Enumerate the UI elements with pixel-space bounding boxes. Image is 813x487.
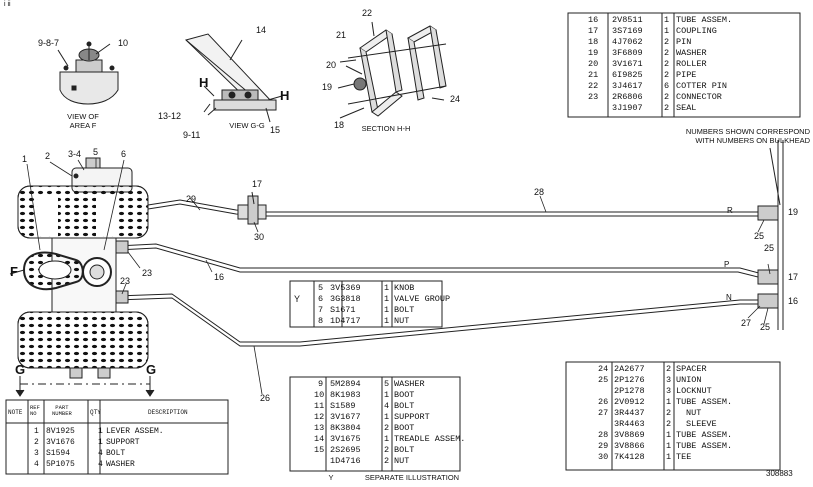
callout-23-upper: 23 — [142, 268, 153, 278]
letter-g-left: G — [15, 362, 26, 377]
caption-separate-mark: Y — [328, 473, 334, 482]
caption-separate-illustration: SEPARATE ILLUSTRATION — [364, 473, 460, 482]
letter-h-left: H — [199, 75, 209, 90]
caption-bulkhead-note: NUMBERS SHOWN CORRESPOND WITH NUMBERS ON… — [685, 127, 810, 145]
callout-28: 28 — [534, 187, 545, 197]
caption-view-g-g: VIEW G-G — [229, 121, 265, 130]
callout-26: 26 — [260, 393, 271, 403]
letter-g-right: G — [146, 362, 157, 377]
callout-19-bulkhead: 19 — [788, 207, 799, 217]
letter-f: F — [10, 264, 18, 279]
letter-y: Y — [294, 294, 301, 304]
tee-fitting — [237, 191, 267, 225]
corner-mark: i ii — [4, 1, 11, 8]
main-assembly — [9, 157, 149, 379]
area-f-view — [57, 41, 119, 105]
callout-2: 2 — [45, 151, 51, 161]
view-g-g — [185, 33, 283, 123]
callout-17-tee: 17 — [252, 179, 263, 189]
callout-25-top: 25 — [754, 231, 765, 241]
callout-1: 1 — [22, 154, 28, 164]
callout-16-line: 16 — [214, 272, 225, 282]
letter-h-right: H — [280, 88, 290, 103]
callout-18: 18 — [334, 120, 345, 130]
parts-table-middle: 5 3V5369 1 KNOB 6 3G3818 1 VALVE GROUP 7… — [318, 283, 451, 326]
callout-17-bulkhead: 17 — [788, 272, 799, 282]
callout-13-12: 13-12 — [158, 111, 182, 121]
parts-table-top-right: 16 2V8511 1 TUBE ASSEM. 17 3S7169 1 COUP… — [588, 15, 733, 113]
callout-25-bottom: 25 — [760, 322, 771, 332]
letter-n: N — [726, 293, 732, 302]
callout-9-11: 9-11 — [183, 130, 201, 140]
callout-5: 5 — [93, 147, 99, 157]
callout-9-8-7: 9-8-7 — [38, 38, 60, 48]
tube-lines — [115, 199, 771, 347]
callout-3-4: 3-4 — [68, 149, 82, 159]
callout-14: 14 — [256, 25, 267, 35]
callout-10: 10 — [118, 38, 129, 48]
parts-table-bottom-left: NOTE REF NO PART NUMBER QTY DESCRIPTION … — [8, 404, 188, 470]
table-frames — [5, 12, 801, 475]
letter-p: P — [724, 260, 730, 269]
callout-27: 27 — [741, 318, 752, 328]
callout-24: 24 — [450, 94, 461, 104]
bulkhead-fittings — [115, 140, 784, 330]
caption-view-area-f: VIEW OF AREA F — [67, 112, 99, 130]
callout-16-bulkhead: 16 — [788, 296, 799, 306]
caption-section-h-h: SECTION H-H — [361, 124, 411, 133]
callout-20: 20 — [326, 60, 337, 70]
parts-table-bottom-right: 24 2A2677 2 SPACER 25 2P1276 3 UNION 2P1… — [598, 364, 733, 462]
callout-29: 29 — [186, 194, 197, 204]
callout-23-lower: 23 — [120, 276, 131, 286]
callout-25-mid: 25 — [764, 243, 775, 253]
letter-r: R — [727, 206, 733, 215]
parts-table-bottom-middle: 9 5M2894 5 WASHER 10 8K1983 1 BOOT 11 S1… — [314, 379, 466, 466]
callout-21: 21 — [336, 30, 347, 40]
callout-6: 6 — [121, 149, 127, 159]
leader-lines — [26, 158, 771, 395]
section-h-h — [337, 21, 447, 119]
callout-19-top: 19 — [322, 82, 333, 92]
callout-30: 30 — [254, 232, 265, 242]
drawing-number: 308883 — [766, 469, 793, 478]
callout-15: 15 — [270, 125, 281, 135]
callout-22: 22 — [362, 8, 373, 18]
g-g-section-line — [15, 376, 155, 397]
